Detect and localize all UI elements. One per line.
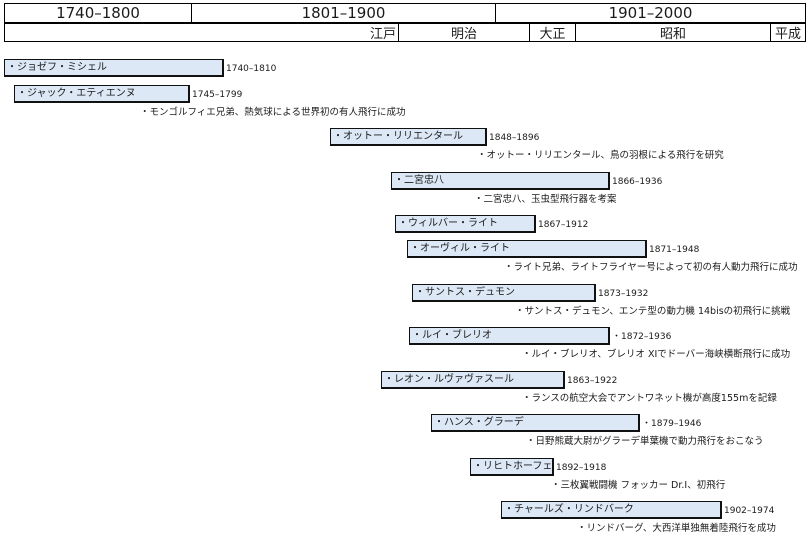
lifespan-years: 1871–1948	[649, 245, 700, 255]
lifespan-bar: ・オットー・リリエンタール	[330, 128, 487, 146]
event-description: ・オットー・リリエンタール、鳥の羽根による飛行を研究	[477, 150, 724, 161]
era-header-edo: 江戸	[4, 23, 399, 42]
lifespan-bar: ・サントス・デュモン	[412, 284, 596, 302]
lifespan-bar: ・ジョゼフ・ミシェル	[4, 59, 224, 77]
era-header-showa: 昭和	[575, 23, 771, 42]
event-description: ・モンゴルフィエ兄弟、熱気球による世界初の有人飛行に成功	[140, 107, 406, 118]
lifespan-bar: ・ハンス・グラーデ	[431, 414, 640, 432]
lifespan-years: 1866–1936	[612, 177, 663, 187]
era-header-taisho: 大正	[529, 23, 576, 42]
lifespan-bar: ・二宮忠八	[391, 172, 610, 190]
lifespan-bar: ・レオン・ルヴァヴァスール	[381, 371, 565, 389]
lifespan-years: 1740–1810	[226, 64, 277, 74]
lifespan-bar: ・ルイ・ブレリオ	[409, 327, 610, 345]
event-description: ・三枚翼戦闘機 フォッカー Dr.I、初飛行	[551, 480, 726, 491]
lifespan-bar: ・オーヴィル・ライト	[407, 240, 647, 258]
event-description: ・ルイ・ブレリオ、ブレリオ XIでドーバー海峡横断飛行に成功	[522, 349, 791, 360]
lifespan-years: 1892–1918	[556, 463, 607, 473]
event-description: ・リンドバーグ、大西洋単独無着陸飛行を成功	[577, 523, 776, 534]
era-header-meiji: 明治	[398, 23, 530, 42]
event-description: ・ライト兄弟、ライトフライヤー号によって初の有人動力飛行に成功	[504, 262, 798, 273]
century-header-1801-1900: 1801–1900	[191, 3, 496, 23]
lifespan-years: 1902–1974	[724, 506, 775, 516]
lifespan-years: ・1879–1946	[642, 419, 702, 429]
era-header-heisei: 平成	[770, 23, 806, 42]
century-header-1740-1800: 1740–1800	[4, 3, 192, 23]
lifespan-years: 1867–1912	[538, 220, 589, 230]
lifespan-years: 1745–1799	[192, 90, 243, 100]
event-description: ・サントス・デュモン、エンテ型の動力機 14bisの初飛行に挑戦	[515, 306, 791, 317]
event-description: ・ランスの航空大会でアントワネット機が高度155mを記録	[522, 393, 777, 404]
lifespan-bar: ・ウィルバー・ライト	[395, 215, 536, 233]
event-description: ・日野熊蔵大尉がグラーデ単葉機で動力飛行をおこなう	[526, 436, 764, 447]
lifespan-bar: ・ジャック・エティエンヌ	[14, 85, 190, 103]
event-description: ・二宮忠八、玉虫型飛行器を考案	[474, 194, 617, 205]
century-header-1901-2000: 1901–2000	[495, 3, 806, 23]
lifespan-years: 1848–1896	[489, 133, 540, 143]
lifespan-bar: ・チャールズ・リンドバーク	[501, 501, 722, 519]
lifespan-bar: ・リヒトホーフェン	[470, 458, 554, 476]
lifespan-years: ・1872–1936	[612, 332, 672, 342]
lifespan-years: 1863–1922	[567, 376, 618, 386]
lifespan-years: 1873–1932	[598, 289, 649, 299]
